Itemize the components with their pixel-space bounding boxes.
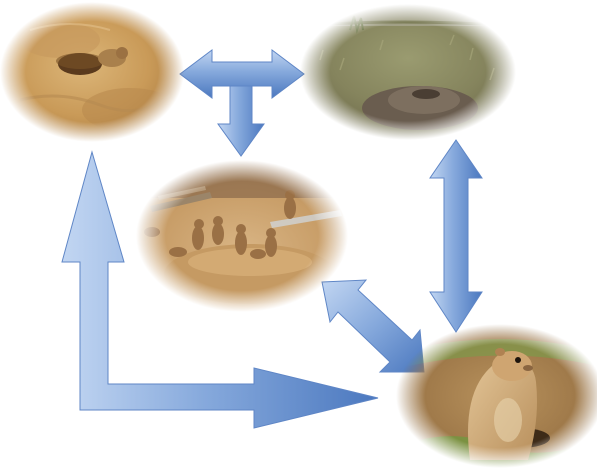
prairie-dog-closeup-photo bbox=[396, 324, 597, 468]
burrow-entrance-photo bbox=[0, 2, 184, 142]
double-arrow-right bbox=[430, 140, 482, 332]
colony-photo bbox=[136, 160, 348, 312]
down-arrow-to-colony bbox=[218, 86, 264, 156]
grass-mound-photo bbox=[300, 4, 516, 140]
